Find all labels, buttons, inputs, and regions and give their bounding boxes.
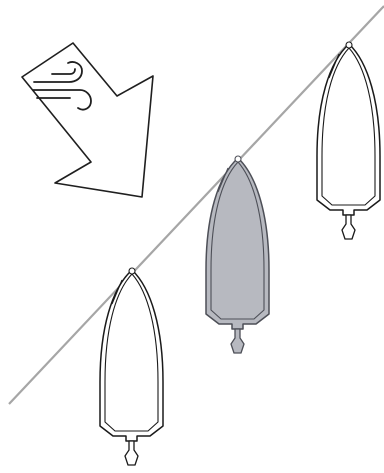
boat-left-bow-fitting	[129, 268, 135, 274]
boat-right-rudder	[342, 215, 355, 239]
boat-middle-rudder	[231, 329, 244, 353]
boat-right	[317, 42, 380, 239]
boat-right-hull	[317, 44, 380, 215]
boat-left-rudder	[125, 441, 138, 465]
boat-left-hull	[100, 270, 163, 441]
wind-arrow-icon	[22, 43, 153, 197]
boat-right-bow-fitting	[346, 42, 352, 48]
boat-middle-bow-fitting	[235, 156, 241, 162]
